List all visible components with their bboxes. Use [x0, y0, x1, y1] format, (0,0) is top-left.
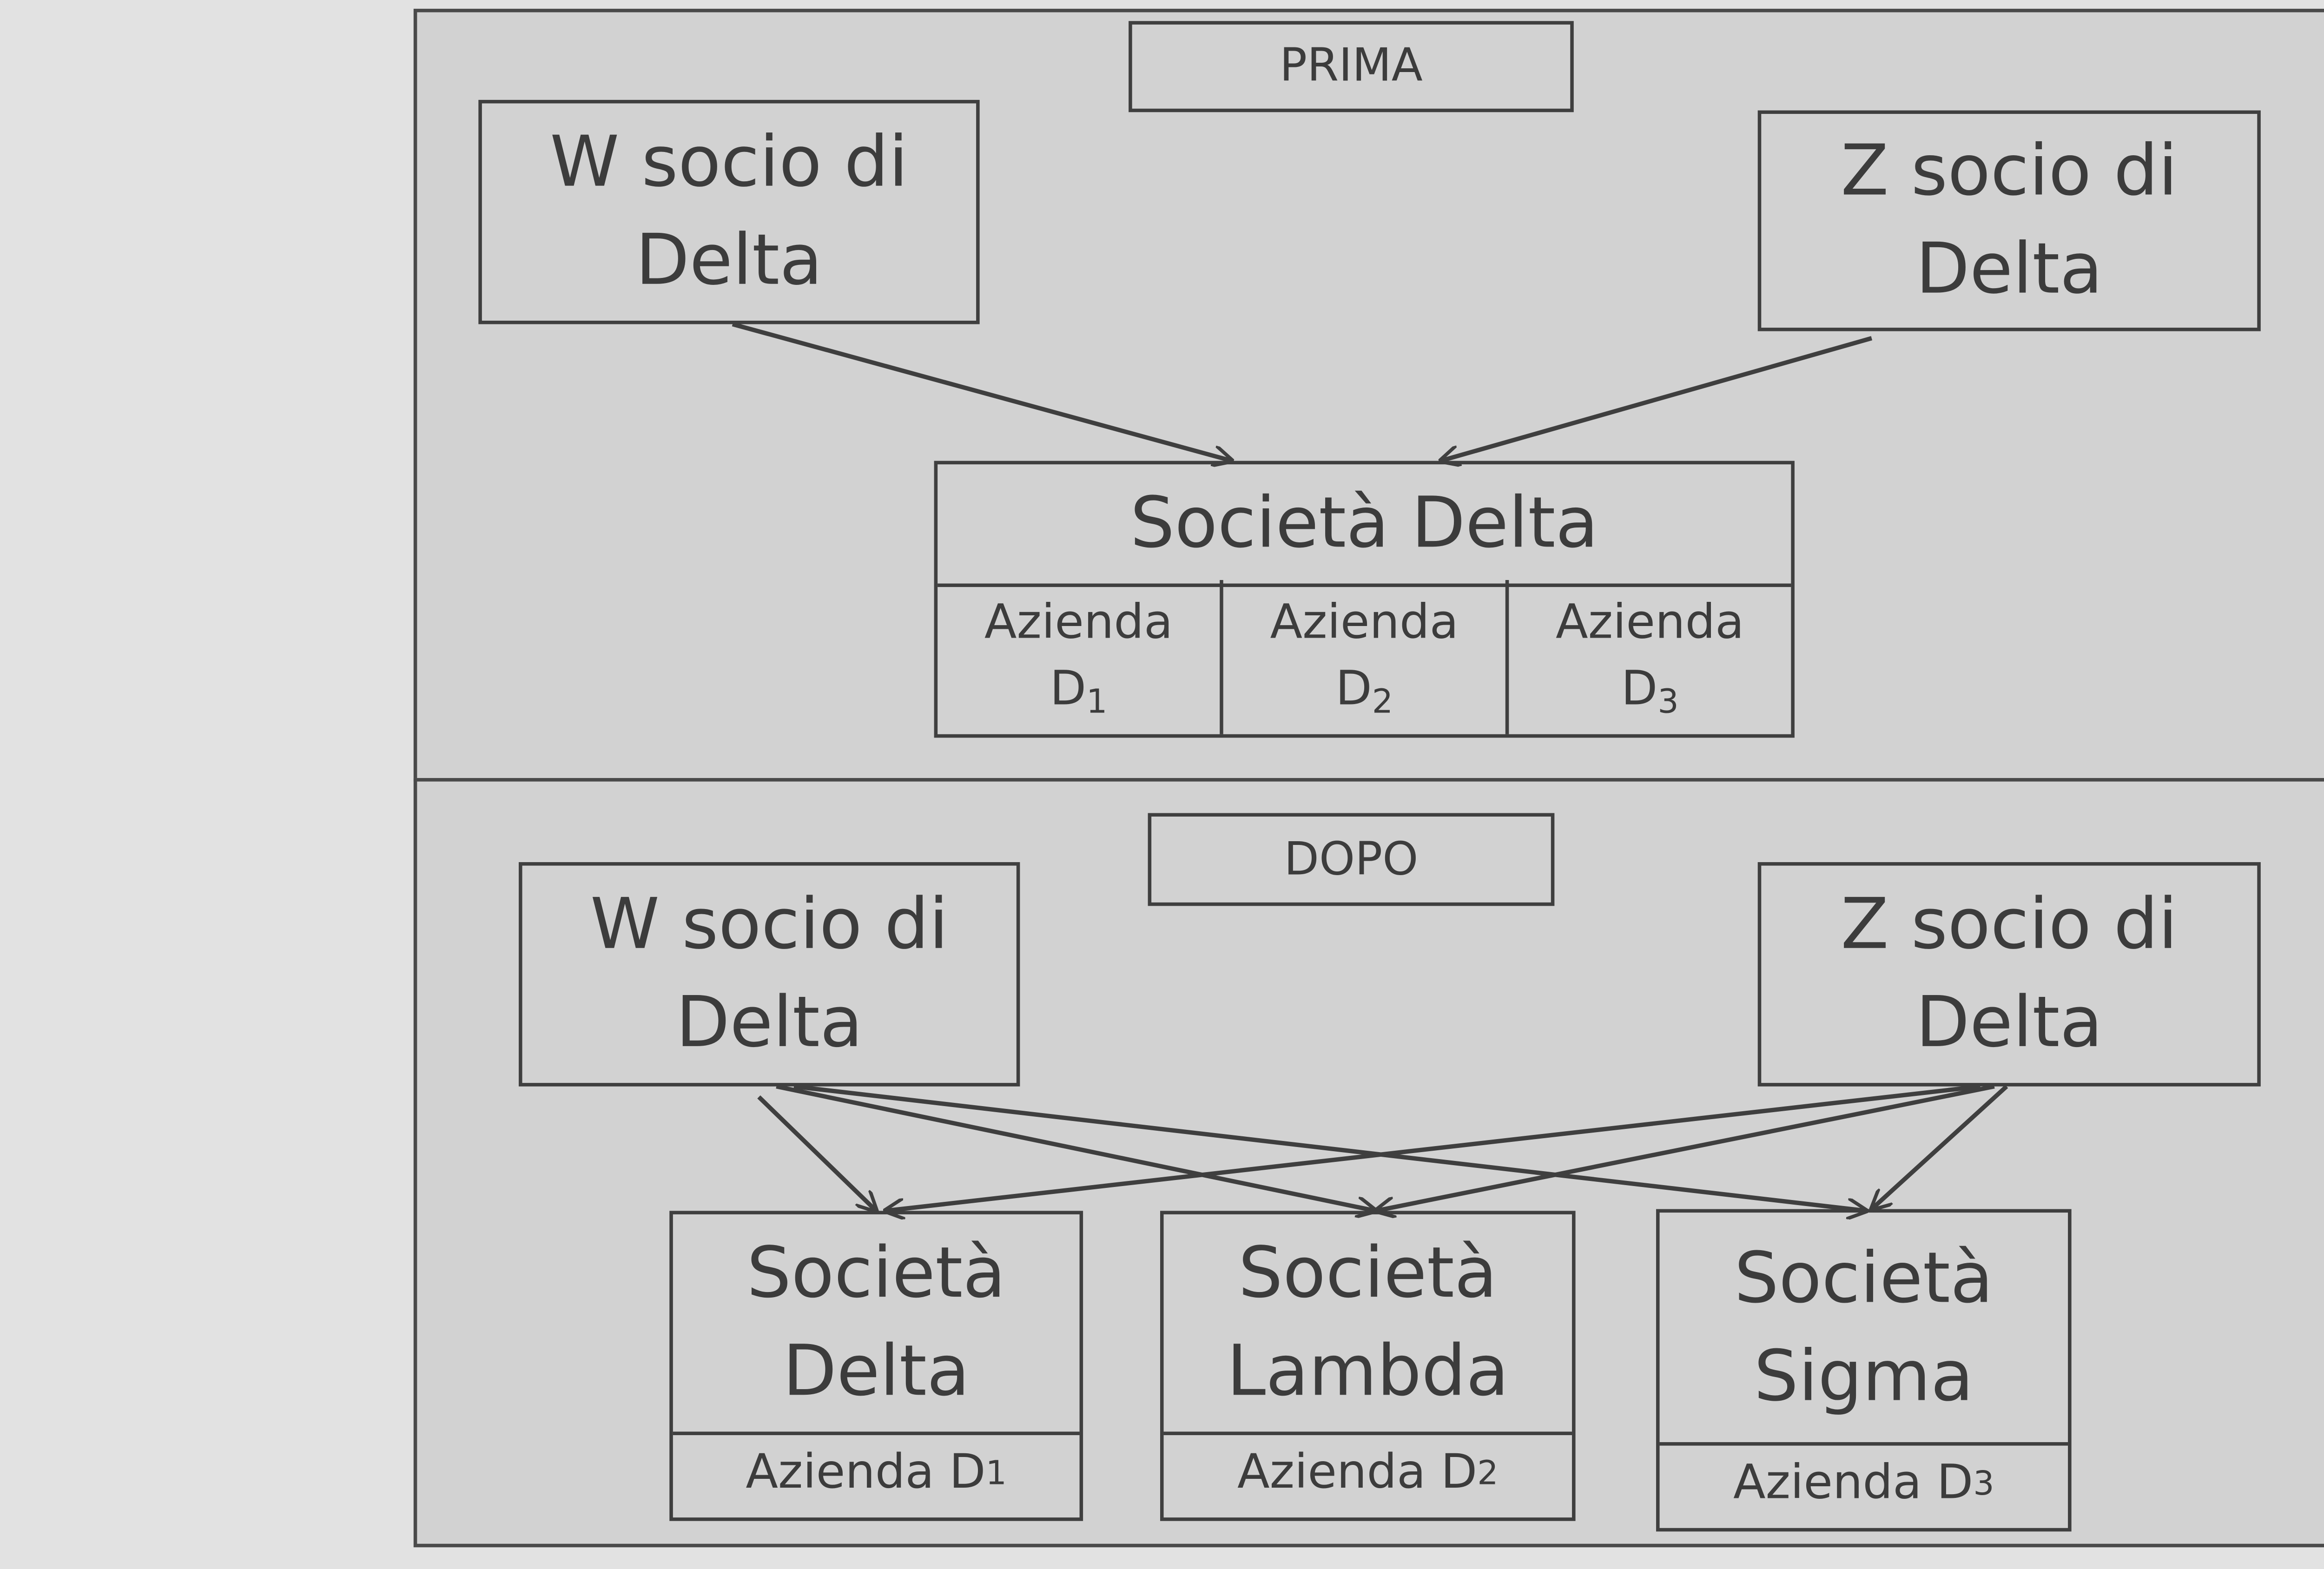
dopo-company-sigma-line1: Società [1734, 1238, 1994, 1319]
prima-unit-d2-letter: D [1335, 662, 1372, 717]
dopo-label-text: DOPO [1284, 833, 1419, 886]
dopo-owner-w-line1: W socio di [590, 885, 949, 966]
dopo-label: DOPO [1148, 813, 1555, 906]
prima-label: PRIMA [1129, 21, 1574, 112]
prima-unit-d2-name: Azienda [1270, 595, 1459, 650]
prima-unit-d2-index: 2 [1372, 683, 1393, 722]
prima-label-text: PRIMA [1280, 40, 1423, 93]
dopo-company-sigma-title: Società Sigma [1659, 1213, 2068, 1446]
prima-owner-z-line1: Z socio di [1841, 131, 2178, 212]
prima-unit-d1-name: Azienda [984, 595, 1173, 650]
prima-unit-d3-letter: D [1621, 662, 1658, 717]
prima-unit-d2-code: D2 [1335, 657, 1393, 724]
dopo-owner-w-line2: Delta [676, 983, 863, 1064]
dopo-company-lambda-line2: Lambda [1227, 1332, 1509, 1412]
prima-owner-w-line1: W socio di [550, 122, 908, 204]
prima-company-title-text: Società Delta [1130, 483, 1599, 565]
prima-unit-d2: Azienda D2 [1223, 580, 1509, 734]
prima-company-delta: Società Delta Azienda D1 Azienda D2 Azie… [934, 461, 1795, 738]
dopo-company-lambda-unit-name: Azienda D [1237, 1445, 1478, 1500]
prima-unit-d3-name: Azienda [1556, 595, 1744, 650]
prima-unit-d1-index: 1 [1086, 683, 1108, 722]
dopo-company-delta-line1: Società [746, 1233, 1006, 1314]
dopo-company-delta-unit-name: Azienda D [746, 1445, 986, 1500]
dopo-owner-z-line2: Delta [1915, 983, 2103, 1064]
prima-unit-d1: Azienda D1 [938, 580, 1223, 734]
prima-unit-d3-code: D3 [1621, 657, 1679, 724]
prima-owner-w-line2: Delta [635, 221, 823, 302]
prima-owner-z-line2: Delta [1915, 229, 2103, 310]
prima-owner-z: Z socio di Delta [1757, 110, 2261, 331]
prima-unit-d1-code: D1 [1050, 657, 1108, 724]
dopo-company-lambda-title: Società Lambda [1163, 1214, 1572, 1435]
prima-unit-d3-index: 3 [1657, 683, 1679, 722]
dopo-owner-z-line1: Z socio di [1841, 885, 2178, 966]
prima-company-title: Società Delta [938, 464, 1791, 587]
prima-owner-w: W socio di Delta [478, 99, 980, 324]
dopo-company-sigma-unit-name: Azienda D [1733, 1456, 1974, 1511]
dopo-company-delta-title: Società Delta [673, 1214, 1080, 1435]
prima-unit-d3: Azienda D3 [1509, 580, 1791, 734]
prima-unit-d1-letter: D [1050, 662, 1087, 717]
prima-company-units: Azienda D1 Azienda D2 Azienda D3 [938, 580, 1791, 734]
dopo-owner-w: W socio di Delta [519, 862, 1020, 1087]
dopo-company-sigma-line2: Sigma [1754, 1336, 1974, 1417]
dopo-company-delta-line2: Delta [783, 1332, 970, 1412]
dopo-company-lambda-line1: Società [1238, 1233, 1498, 1314]
dopo-owner-z: Z socio di Delta [1757, 862, 2261, 1087]
